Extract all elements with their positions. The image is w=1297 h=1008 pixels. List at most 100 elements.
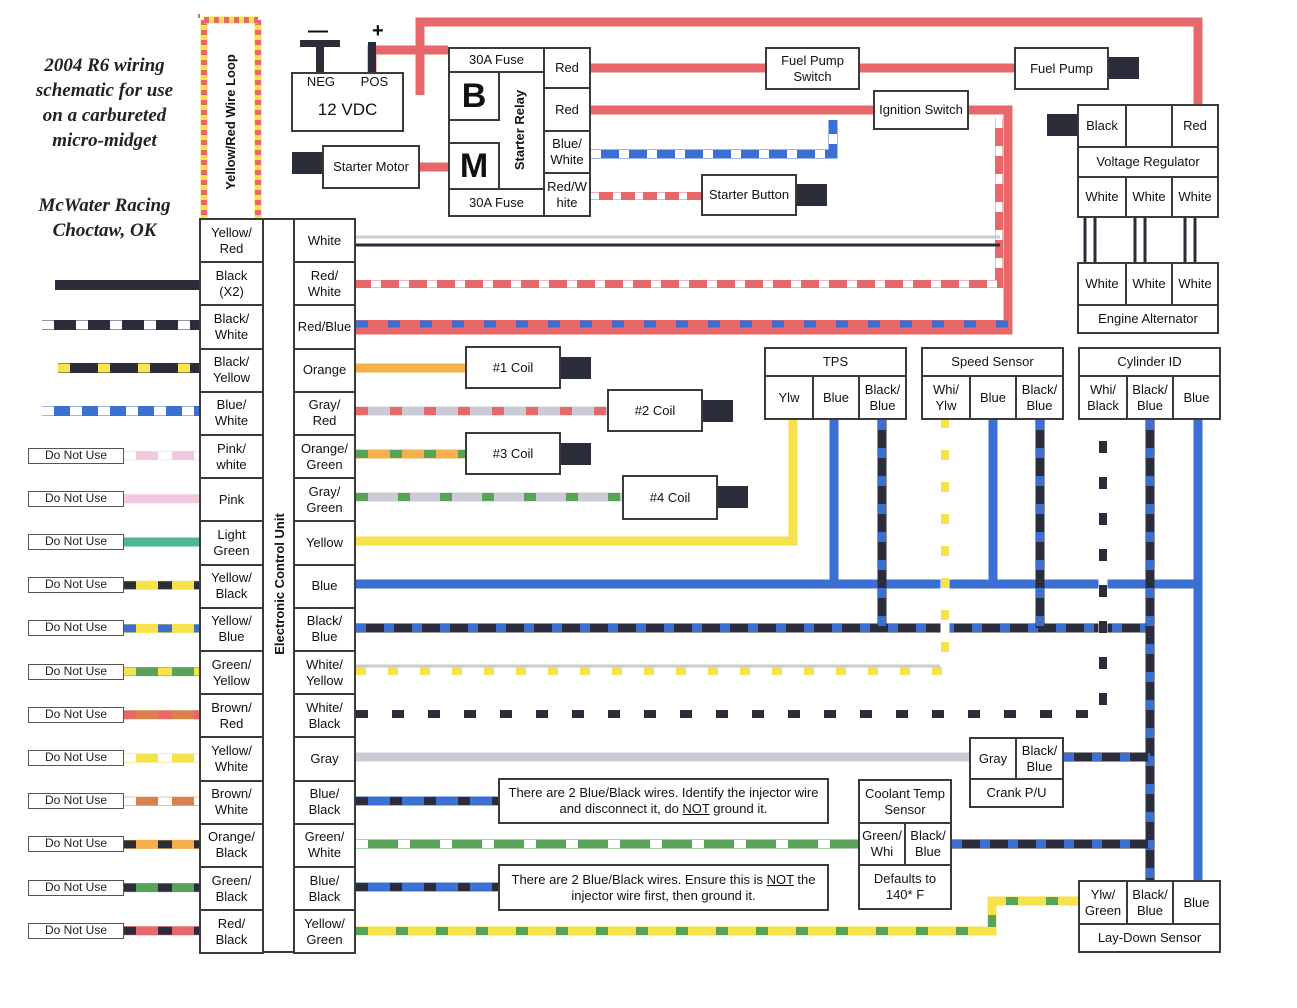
cylinder-id-pin-black-blue: Black/ Blue <box>1126 375 1174 420</box>
speed-sensor-name: Speed Sensor <box>921 347 1064 377</box>
do-not-use-label: Do Not Use <box>28 750 124 766</box>
voltage-regulator-pin-black: Black <box>1077 104 1127 148</box>
ecu-right-pin: Green/ White <box>293 822 356 868</box>
laydown-pin-black-blue: Black/ Blue <box>1126 880 1174 925</box>
tps-pin-black-blue: Black/ Blue <box>858 375 907 420</box>
starter-motor-terminal <box>292 152 322 174</box>
voltage-regulator-pin-empty <box>1125 104 1173 148</box>
ecu-right-pin: Orange/ Green <box>293 434 356 480</box>
starter-button-terminal <box>797 184 827 206</box>
battery-pos-terminal <box>368 42 376 72</box>
coil-3: #3 Coil <box>465 432 561 475</box>
relay-fuse-bottom: 30A Fuse <box>448 188 545 217</box>
wire-ignition-red-white-stripe <box>356 118 1003 288</box>
ecu-left-pin: Black/ White <box>199 304 264 350</box>
wire-loop-box-outline <box>198 14 200 18</box>
ecu-right-pin: Yellow/ Green <box>293 909 356 955</box>
do-not-use-label: Do Not Use <box>28 922 124 939</box>
do-not-use-label: Do Not Use <box>28 663 124 680</box>
voltage-regulator-out-1: White <box>1077 176 1127 218</box>
battery-neg-symbol: — <box>308 20 328 42</box>
note-injector-disconnect: There are 2 Blue/Black wires. Identify t… <box>498 778 829 824</box>
laydown-pin-blue: Blue <box>1172 880 1221 925</box>
starter-motor: Starter Motor <box>322 145 420 189</box>
ecu-left-pin: Pink <box>199 477 264 523</box>
wire-battery-pos <box>367 45 448 72</box>
battery-neg-terminal <box>316 40 324 72</box>
cylinder-id-pin-blue: Blue <box>1172 375 1221 420</box>
tps-pin-blue: Blue <box>812 375 860 420</box>
do-not-use-label: Do Not Use <box>28 577 124 594</box>
tps-name: TPS <box>764 347 907 377</box>
wire-fuel-pump-loop <box>415 17 1203 104</box>
do-not-use-label: Do Not Use <box>28 793 124 810</box>
ecu-left-pin: Green/ Black <box>199 866 264 912</box>
fuel-pump-terminal <box>1109 57 1139 79</box>
do-not-use-label: Do Not Use <box>28 447 124 464</box>
ecu-left-pin: Brown/ White <box>199 779 264 825</box>
ecu-left-pin: Yellow/ White <box>199 736 264 782</box>
ecu-right-pin: Gray <box>293 736 356 782</box>
cylinder-id-pin-whi-black: Whi/ Black <box>1078 375 1128 420</box>
wire-relay-blue-white <box>591 120 838 159</box>
ecu-left-pin: Yellow/ Black <box>199 563 264 609</box>
ecu-right-pin: Blue/ Black <box>293 779 356 825</box>
ecu-right-pin: Black/ Blue <box>293 606 356 652</box>
voltage-regulator-name: Voltage Regulator <box>1077 146 1219 178</box>
ecu-right-pin: Red/ White <box>293 261 356 307</box>
cylinder-id-name: Cylinder ID <box>1078 347 1221 377</box>
ecu-left-pin: Yellow/ Blue <box>199 606 264 652</box>
coil-terminal-0 <box>561 357 591 379</box>
speed-sensor-pin-whi-ylw: Whi/ Ylw <box>921 375 971 420</box>
coil-terminal-3 <box>718 486 748 508</box>
laydown-name: Lay-Down Sensor <box>1078 923 1221 953</box>
ecu-left-pin: Pink/ white <box>199 434 264 480</box>
alternator-pin-3: White <box>1171 262 1219 306</box>
fuel-pump: Fuel Pump <box>1014 47 1109 90</box>
relay-name: Starter Relay <box>512 89 527 171</box>
do-not-use-label: Do Not Use <box>28 534 124 550</box>
ecu-right-pin: Gray/ Green <box>293 477 356 523</box>
crank-pin-gray: Gray <box>969 737 1017 780</box>
relay-pin-red-2: Red <box>543 87 591 132</box>
battery-voltage: 12 VDC <box>317 100 378 119</box>
relay-pin-red-1: Red <box>543 47 591 89</box>
ecu-left-pin: Orange/ Black <box>199 822 264 868</box>
ecu-right-pin: Orange <box>293 347 356 393</box>
ecu-right-pin: White/ Yellow <box>293 650 356 696</box>
battery-neg-label: NEG <box>306 74 335 89</box>
regulator-black-terminal <box>1047 114 1077 136</box>
coil-1: #1 Coil <box>465 346 561 389</box>
alternator-pin-2: White <box>1125 262 1173 306</box>
coolant-note: Defaults to 140* F <box>858 864 952 910</box>
voltage-regulator-out-3: White <box>1171 176 1219 218</box>
ecu-right-pin: Gray/ Red <box>293 390 356 436</box>
coil-terminal-2 <box>561 443 591 465</box>
loop-label: Yellow/Red Wire Loop <box>223 54 238 190</box>
ecu-left-pin: Green/ Yellow <box>199 650 264 696</box>
speed-sensor-pin-blue: Blue <box>969 375 1017 420</box>
fuel-pump-switch: Fuel Pump Switch <box>765 47 860 90</box>
crank-name: Crank P/U <box>969 778 1064 808</box>
ecu-left-pin: Red/ Black <box>199 909 264 955</box>
ecu-right-pin: White/ Black <box>293 693 356 739</box>
do-not-use-label: Do Not Use <box>28 490 124 507</box>
alternator-pin-1: White <box>1077 262 1127 306</box>
ecu-left-pin: Black (X2) <box>199 261 264 307</box>
wire-white-yellow-stripe <box>356 420 949 675</box>
ecu-left-pin: Brown/ Red <box>199 693 264 739</box>
ecu-left-pin: Light Green <box>199 520 264 566</box>
note-ground-wire: There are 2 Blue/Black wires. Ensure thi… <box>498 864 829 911</box>
relay-m-terminal: M <box>448 142 500 190</box>
battery-neg-bar <box>300 40 340 47</box>
coolant-pin-green-whi: Green/ Whi <box>858 822 906 866</box>
coil-2: #2 Coil <box>607 389 703 432</box>
coil-4: #4 Coil <box>622 475 718 520</box>
ecu-left-pin: Yellow/ Red <box>199 218 264 264</box>
wire-yellow-green-stripe <box>356 897 1078 935</box>
battery: NEG POS 12 VDC <box>291 72 404 132</box>
wire-yellow-tps <box>356 420 798 546</box>
voltage-regulator-out-2: White <box>1125 176 1173 218</box>
